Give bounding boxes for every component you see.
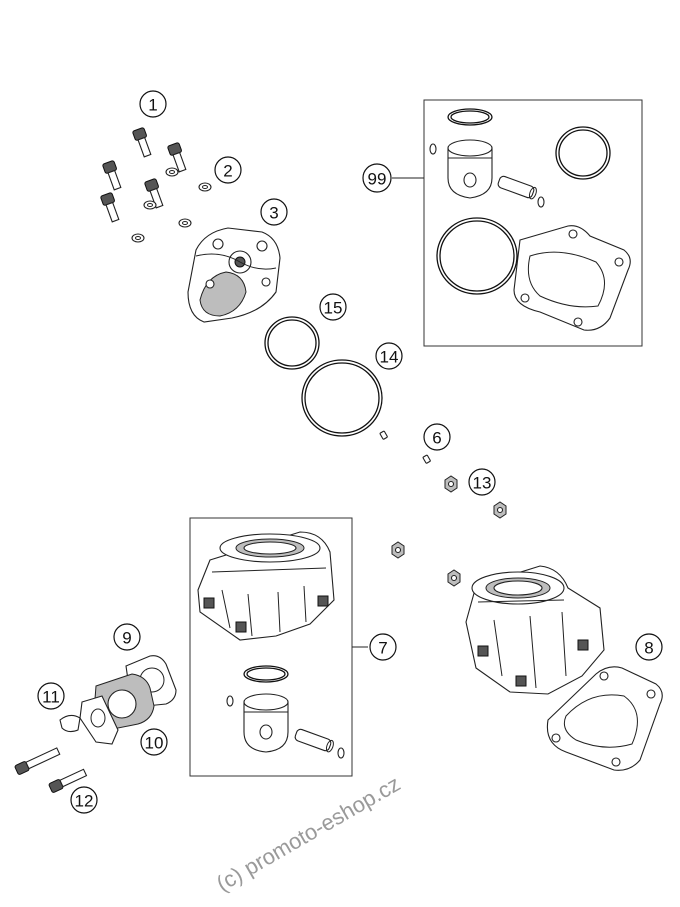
- dowel-pins: [379, 430, 431, 464]
- callout-3: 3: [260, 198, 288, 226]
- svg-text:13: 13: [473, 474, 492, 493]
- cylinder-head: [187, 227, 281, 323]
- base-gasket: [546, 666, 663, 771]
- svg-text:14: 14: [380, 348, 399, 367]
- callout-6: 6: [423, 423, 451, 451]
- watermark: (c) promoto-eshop.cz: [212, 771, 405, 897]
- callout-10: 10: [140, 728, 168, 756]
- callout-11: 11: [37, 682, 65, 710]
- cylinder-nuts: [391, 475, 507, 587]
- callout-13: 13: [468, 468, 496, 496]
- callout-2: 2: [214, 156, 242, 184]
- callout-15: 15: [319, 293, 347, 321]
- svg-text:15: 15: [324, 299, 343, 318]
- kit-7-parts: [197, 531, 345, 759]
- kit-99-frame: [423, 99, 643, 347]
- head-bolts: [100, 127, 187, 223]
- kit-99-parts: [429, 108, 631, 331]
- svg-text:6: 6: [432, 429, 441, 448]
- head-o-ring-small-inner: [267, 319, 317, 367]
- head-o-ring-small: [264, 316, 320, 370]
- svg-text:7: 7: [378, 639, 387, 658]
- head-o-ring-large: [301, 359, 383, 437]
- cylinder: [465, 565, 605, 695]
- callout-7: 7: [369, 633, 397, 661]
- svg-text:11: 11: [42, 688, 60, 707]
- callout-99: 99: [362, 163, 392, 193]
- callout-14: 14: [375, 342, 403, 370]
- head-washers: [131, 167, 212, 243]
- svg-text:9: 9: [122, 629, 131, 648]
- callout-9: 9: [113, 623, 141, 651]
- callout-8: 8: [635, 633, 663, 661]
- svg-text:8: 8: [644, 639, 653, 658]
- svg-text:3: 3: [269, 204, 278, 223]
- svg-text:12: 12: [75, 792, 94, 811]
- head-o-ring-large-inner: [304, 362, 380, 434]
- callout-12: 12: [70, 786, 98, 814]
- svg-text:10: 10: [145, 734, 164, 753]
- exhaust-flange-parts: [14, 655, 177, 793]
- svg-text:99: 99: [368, 170, 387, 189]
- callout-1: 1: [139, 90, 167, 118]
- svg-text:2: 2: [223, 162, 232, 181]
- svg-text:1: 1: [148, 96, 157, 115]
